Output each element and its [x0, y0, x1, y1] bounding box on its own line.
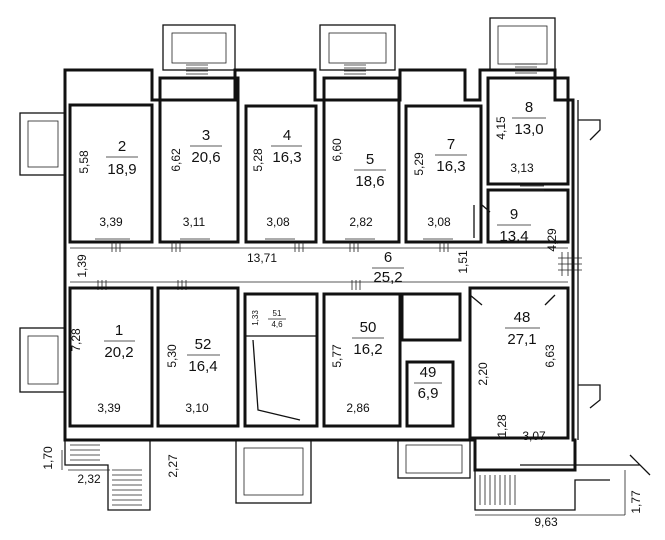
dimension-label: 1,39: [75, 254, 89, 278]
dimension-label: 1,51: [456, 250, 470, 274]
room-labels: 2 18,9 3 20,6 4 16,3 5 18,6 7 16,3 8 13,…: [104, 99, 543, 402]
dimension-label: 6,63: [543, 344, 557, 368]
dimension-label: 2,86: [346, 401, 370, 415]
room-number: 51: [273, 309, 282, 318]
dimension-label: 4,15: [494, 116, 508, 140]
dimension-label: 4,29: [545, 228, 559, 252]
room-number: 3: [202, 127, 210, 144]
dimension-label: 5,58: [77, 150, 91, 174]
room-number: 48: [514, 309, 531, 326]
room-area: 20,2: [104, 344, 133, 361]
room-area: 4,6: [271, 320, 283, 329]
dimension-label: 5,28: [251, 148, 265, 172]
dimension-label: 3,08: [427, 215, 451, 229]
room-area: 27,1: [507, 331, 536, 348]
top-stair-treads: [186, 63, 537, 78]
dimension-label: 3,13: [510, 161, 534, 175]
dimension-label: 2,27: [166, 454, 180, 478]
dimension-label: 5,77: [330, 344, 344, 368]
room-number: 1: [115, 322, 123, 339]
dimension-label: 3,10: [185, 401, 209, 415]
room-area: 13,0: [514, 121, 543, 138]
dimension-label: 13,71: [247, 251, 277, 265]
room-area: 20,6: [191, 149, 220, 166]
room-area: 16,3: [436, 158, 465, 175]
room-area: 16,2: [353, 341, 382, 358]
dimension-label: 2,20: [476, 362, 490, 386]
dimension-label: 3,39: [97, 401, 121, 415]
room-number: 2: [118, 138, 126, 155]
fraction-lines: [104, 117, 546, 384]
room-area: 6,9: [418, 385, 439, 402]
room-area: 18,9: [107, 161, 136, 178]
top-balconies: [162, 17, 556, 71]
dimension-labels: 5,58 6,62 5,28 6,60 5,29 4,15 3,39 3,11 …: [41, 116, 643, 529]
bottom-rooms: [68, 286, 570, 440]
dimension-label: 5,30: [165, 344, 179, 368]
dimension-label: 3,08: [266, 215, 290, 229]
room-number: 50: [360, 319, 377, 336]
side-annexes: [19, 112, 601, 409]
dimension-lines: [61, 238, 626, 516]
room-area: 25,2: [373, 269, 402, 286]
dimension-label: 5,29: [412, 152, 426, 176]
room-number: 6: [384, 249, 392, 266]
dimension-label: 6,62: [169, 148, 183, 172]
dimension-label: 9,63: [534, 515, 558, 529]
dimension-label: 1,33: [251, 310, 260, 326]
dimension-label: 7,28: [69, 328, 83, 352]
dimension-label: 3,39: [99, 215, 123, 229]
room-area: 13,4: [499, 228, 528, 245]
room-number: 5: [366, 151, 374, 168]
dimension-label: 2,32: [77, 472, 101, 486]
dimension-label: 6,60: [330, 138, 344, 162]
dimension-label: 1,28: [495, 414, 509, 438]
dimension-label: 2,82: [349, 215, 373, 229]
room-area: 18,6: [355, 173, 384, 190]
room-number: 8: [525, 99, 533, 116]
room-number: 52: [195, 336, 212, 353]
dimension-label: 1,70: [41, 446, 55, 470]
room-number: 4: [283, 127, 291, 144]
room-area: 16,4: [188, 358, 217, 375]
room-area: 16,3: [272, 149, 301, 166]
room-number: 7: [447, 136, 455, 153]
dimension-label: 3,11: [183, 215, 206, 229]
top-rooms: [68, 76, 570, 244]
bottom-stairs: [64, 439, 651, 511]
room-number: 49: [420, 364, 437, 381]
room-number: 9: [510, 206, 518, 223]
dimension-label: 3,07: [522, 429, 546, 443]
dimension-label: 1,77: [629, 490, 643, 514]
